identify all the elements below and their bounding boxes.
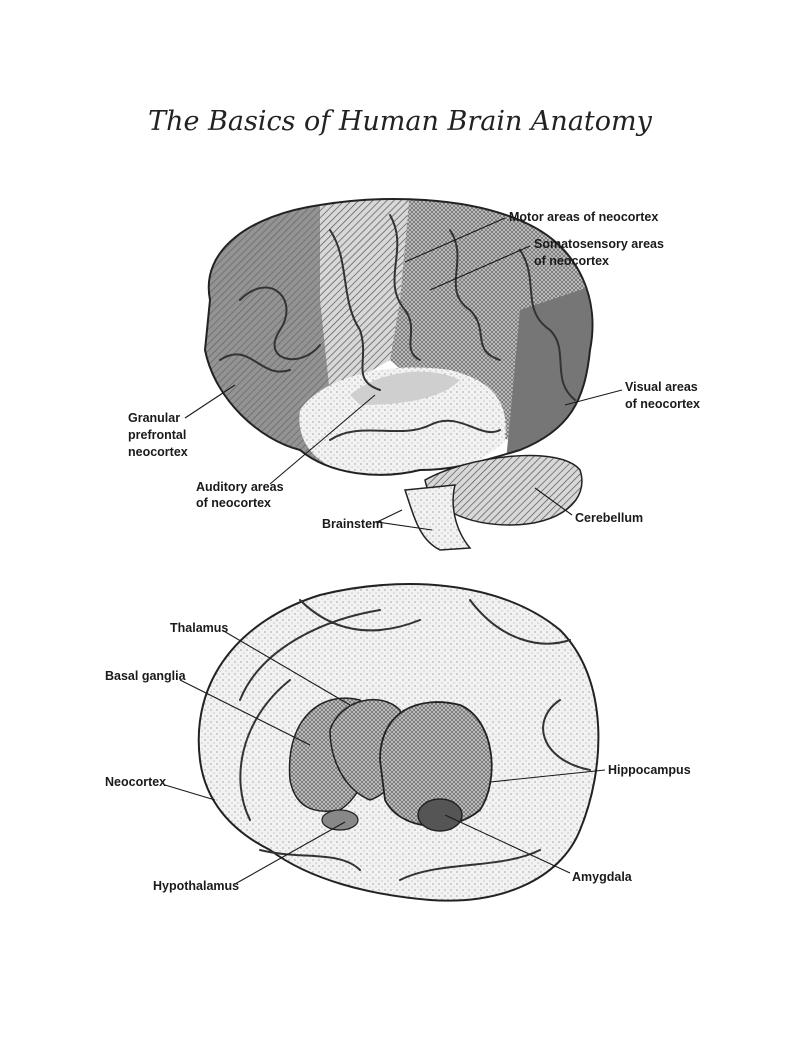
label-neocortex: Neocortex bbox=[105, 775, 166, 789]
label-hypothalamus: Hypothalamus bbox=[153, 879, 239, 893]
lateral-brain-outline bbox=[203, 198, 594, 476]
label-prefrontal-line2: prefrontal bbox=[128, 428, 186, 442]
label-somatosensory-line1: Somatosensory areas bbox=[534, 237, 664, 251]
amygdala-shape bbox=[417, 798, 463, 832]
label-cerebellum: Cerebellum bbox=[575, 511, 643, 525]
cerebellum-shape bbox=[424, 454, 583, 526]
label-auditory-line1: Auditory areas bbox=[196, 480, 284, 494]
label-hippocampus: Hippocampus bbox=[608, 763, 691, 777]
hippocampus-shape bbox=[379, 701, 493, 827]
brainstem-shape bbox=[403, 484, 472, 551]
internal-brain-view bbox=[197, 583, 600, 902]
label-thalamus: Thalamus bbox=[170, 621, 228, 635]
label-amygdala: Amygdala bbox=[572, 870, 633, 884]
label-auditory-line2: of neocortex bbox=[196, 496, 271, 510]
label-basal-ganglia: Basal ganglia bbox=[105, 669, 187, 683]
label-visual-line1: Visual areas bbox=[625, 380, 698, 394]
label-somatosensory-line2: of neocortex bbox=[534, 254, 609, 268]
motor-region bbox=[320, 199, 410, 395]
label-prefrontal-line3: neocortex bbox=[128, 445, 188, 459]
label-prefrontal-line1: Granular bbox=[128, 411, 180, 425]
label-brainstem: Brainstem bbox=[322, 517, 383, 531]
label-visual-line2: of neocortex bbox=[625, 397, 700, 411]
internal-leader-lines bbox=[164, 629, 606, 885]
auditory-region bbox=[350, 371, 460, 405]
figure-title: The Basics of Human Brain Anatomy bbox=[148, 106, 652, 137]
lateral-leader-lines bbox=[184, 217, 623, 531]
label-motor-areas: Motor areas of neocortex bbox=[509, 210, 658, 224]
hypothalamus-shape bbox=[321, 809, 359, 831]
